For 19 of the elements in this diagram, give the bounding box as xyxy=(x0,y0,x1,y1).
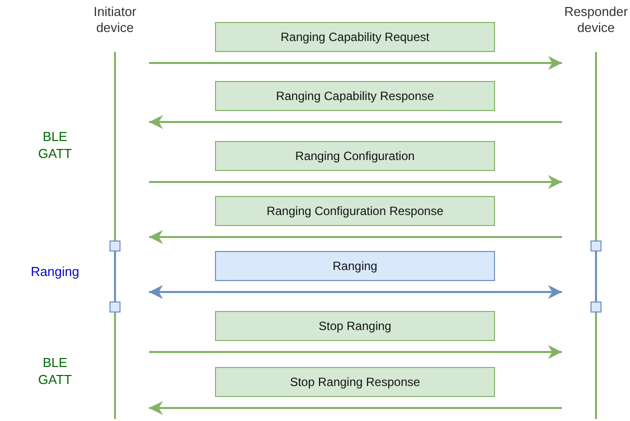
phase-label: BLE GATT xyxy=(37,128,73,162)
phase-label: Ranging xyxy=(30,263,80,280)
message-label: Ranging Capability Request xyxy=(215,22,495,52)
message-label: Stop Ranging Response xyxy=(215,367,495,397)
message-label: Ranging Configuration xyxy=(215,141,495,171)
message-arrow xyxy=(149,175,562,189)
message-label: Ranging Capability Response xyxy=(215,81,495,111)
message-arrow xyxy=(149,230,562,244)
message-label: Stop Ranging xyxy=(215,311,495,341)
message-arrow xyxy=(149,56,562,70)
message-arrow xyxy=(149,401,562,415)
message-label: Ranging xyxy=(215,251,495,281)
phase-label: BLE GATT xyxy=(37,354,73,388)
message-arrow xyxy=(149,345,562,359)
participant-name: Initiator device xyxy=(92,4,138,36)
message-arrow xyxy=(149,285,562,299)
participant-name: Responder device xyxy=(563,4,629,36)
message-label: Ranging Configuration Response xyxy=(215,196,495,226)
message-arrow xyxy=(149,115,562,129)
